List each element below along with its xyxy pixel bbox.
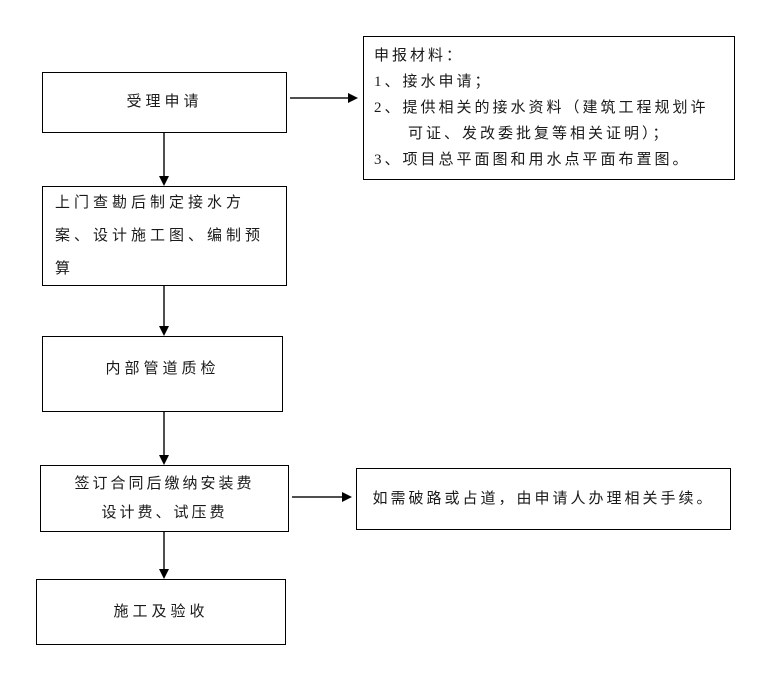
materials-line-item1: 1、接水申请；: [374, 74, 493, 90]
materials-line-heading: 申报材料：: [374, 48, 465, 64]
materials-line-item2-continued: 可证、发改委批复等相关证明）；: [408, 126, 671, 142]
node-roadwork-note: 如需破路或占道，由申请人办理相关手续。: [356, 468, 731, 530]
node-internal-pipe-inspection-label: 内部管道质检: [105, 360, 220, 377]
arrow-accept-to-survey: [159, 133, 169, 186]
arrow-survey-to-inspection: [159, 286, 169, 336]
arrow-contract-to-roadwork: [292, 492, 352, 502]
node-construction-acceptance: 施工及验收: [36, 579, 286, 645]
node-internal-pipe-inspection: 内部管道质检: [42, 336, 283, 412]
arrow-accept-to-materials: [290, 93, 358, 103]
node-site-survey-plan: 上门查勘后制定接水方 案、设计施工图、编制预 算: [42, 186, 287, 286]
materials-line-item2: 2、提供相关的接水资料（建筑工程规划许: [374, 100, 709, 116]
arrow-inspection-to-contract: [159, 412, 169, 465]
node-application-materials: 申报材料： 1、接水申请； 2、提供相关的接水资料（建筑工程规划许 可证、发改委…: [363, 36, 735, 180]
node-accept-application-label: 受理申请: [126, 94, 203, 110]
node-roadwork-note-label: 如需破路或占道，由申请人办理相关手续。: [372, 490, 715, 507]
node-sign-contract-pay-fees-label: 签订合同后缴纳安装费 设计费、试压费: [74, 475, 255, 521]
node-sign-contract-pay-fees: 签订合同后缴纳安装费 设计费、试压费: [40, 465, 289, 532]
node-construction-acceptance-label: 施工及验收: [113, 603, 209, 620]
arrow-contract-to-construction: [159, 532, 169, 579]
node-site-survey-plan-label: 上门查勘后制定接水方 案、设计施工图、编制预 算: [55, 194, 265, 277]
materials-line-item3: 3、项目总平面图和用水点平面布置图。: [374, 152, 691, 168]
node-accept-application: 受理申请: [42, 72, 287, 133]
